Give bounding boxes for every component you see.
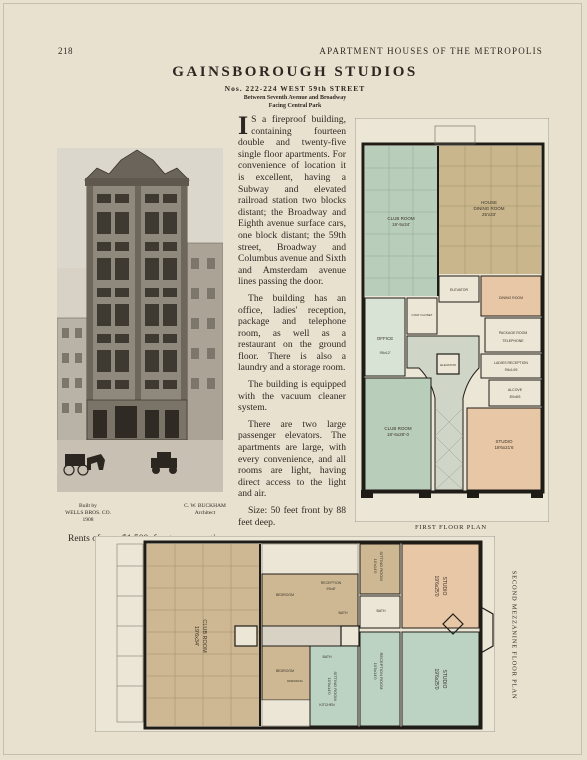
fp-club-room-top-dim: 19'-5x34' bbox=[392, 222, 410, 227]
mz-sitting-top-dim: 10'x14'0 bbox=[373, 559, 378, 574]
mz-studio-bottom: STUDIO bbox=[441, 670, 447, 689]
mezzanine-plan-caption-text: SECOND MEZZANINE FLOOR PLAN bbox=[510, 570, 518, 700]
fp-house-dining-dim: 25'x33' bbox=[482, 212, 496, 217]
mz-sitting-bottom: SITTING ROOM bbox=[333, 671, 338, 700]
mz-dressing: DRESSING bbox=[287, 679, 303, 683]
mz-sitting-bottom-dim: 10'0x14'0 bbox=[327, 678, 332, 696]
first-floor-plan-caption: FIRST FLOOR PLAN bbox=[415, 524, 487, 531]
mz-club-room-dim: 19'6x34' bbox=[193, 626, 199, 646]
mz-reception-top-dim: 9'6x8' bbox=[327, 587, 336, 591]
fp-alcove-dim: 8'0x8'6 bbox=[510, 395, 521, 399]
fp-house-dining: DINING ROOM bbox=[474, 206, 505, 211]
paragraph-5: Size: 50 feet front by 88 feet deep. bbox=[238, 505, 346, 528]
fp-alcove: ALCOVE bbox=[508, 388, 523, 392]
fp-ladies-reception: LADIES RECEPTION bbox=[494, 361, 528, 365]
location-line-1: Between Seventh Avenue and Broadway bbox=[243, 95, 347, 101]
architect-caption-line-1: C. W. BUCKHAM bbox=[184, 503, 226, 509]
builder-caption-line-1: Built by bbox=[79, 503, 97, 509]
fp-club-room-bottom-dim: 18'-6x28'-0 bbox=[387, 432, 409, 437]
fp-studio: STUDIO bbox=[495, 439, 513, 444]
builder-caption-line-2: WELLS BROS. CO. bbox=[65, 510, 111, 516]
running-head: APARTMENT HOUSES OF THE METROPOLIS bbox=[319, 46, 543, 56]
fp-telephone: TELEPHONE bbox=[502, 339, 524, 343]
mz-studio-top: STUDIO bbox=[441, 577, 447, 596]
page-border bbox=[3, 3, 582, 755]
builder-caption-line-3: 1908 bbox=[82, 517, 94, 523]
fp-elevator-mid: ELEVATOR bbox=[440, 363, 456, 367]
address-subtitle: Nos. 222-224 WEST 59th STREET bbox=[224, 84, 366, 93]
architect-caption-line-2: Architect bbox=[194, 510, 216, 516]
fp-ladies-dim: 9'6x14'6 bbox=[505, 368, 518, 372]
mz-bath-2: BATH bbox=[376, 609, 386, 613]
page-title: GAINSBOROUGH STUDIOS bbox=[172, 64, 418, 80]
fp-office: OFFICE bbox=[377, 336, 394, 341]
mezzanine-floor-plan: CLUB ROOM 19'6x34' SITTING ROOM 10'x14'0… bbox=[95, 536, 495, 732]
paragraph-3: The building is equipped with the vacuum… bbox=[238, 379, 346, 414]
location-line-2: Facing Central Park bbox=[268, 103, 322, 109]
mz-reception-room: RECEPTION ROOM bbox=[379, 653, 384, 690]
mz-studio-bottom-dim: 19'6x25'0 bbox=[433, 668, 439, 689]
fp-house: HOUSE bbox=[481, 200, 497, 205]
builder-caption: Built by WELLS BROS. CO. 1908 bbox=[58, 503, 118, 524]
mz-sitting-top: SITTING ROOM bbox=[379, 551, 384, 580]
fp-elevator-top: ELEVATOR bbox=[450, 288, 469, 292]
mz-bath-3: BATH bbox=[322, 655, 332, 659]
mz-reception-top: RECEPTION bbox=[321, 581, 342, 585]
mezzanine-plan-caption: SECOND MEZZANINE FLOOR PLAN bbox=[507, 560, 521, 710]
architect-caption: C. W. BUCKHAM Architect bbox=[170, 503, 240, 517]
mz-bedroom-bottom: BEDROOM bbox=[276, 669, 294, 673]
fp-studio-dim: 18'6x21'6 bbox=[495, 445, 514, 450]
drop-cap: I bbox=[238, 111, 249, 140]
mz-bath-1: BATH bbox=[338, 611, 348, 615]
mz-bedroom-top: BEDROOM bbox=[276, 593, 294, 597]
fp-club-room-top: CLUB ROOM bbox=[387, 216, 415, 221]
illustration-space bbox=[58, 115, 230, 513]
first-floor-plan: CLUB ROOM 19'-5x34' HOUSE DINING ROOM 25… bbox=[355, 118, 549, 522]
mz-studio-top-dim: 19'6x25'0 bbox=[433, 575, 439, 596]
building-illustration bbox=[57, 148, 223, 492]
page-number: 218 bbox=[58, 46, 73, 56]
mz-kitchen: KITCHEN bbox=[319, 703, 335, 707]
paragraph-1-text: S a fireproof building, containing fourt… bbox=[238, 114, 346, 288]
paragraph-2: The building has an office, ladies' rece… bbox=[238, 292, 346, 374]
fp-dining-room: DINING ROOM bbox=[499, 296, 523, 300]
fp-hall-dim: 9'6x12' bbox=[380, 351, 391, 355]
fp-club-room-bottom: CLUB ROOM bbox=[384, 426, 412, 431]
fp-coat-closet: COAT CLOSET bbox=[412, 313, 433, 317]
mz-reception-room-dim: 10'0x14'0 bbox=[373, 663, 378, 681]
mz-club-room: CLUB ROOM bbox=[201, 619, 207, 653]
paragraph-4: There are two large passenger elevators.… bbox=[238, 418, 346, 500]
fp-package-room: PACKAGE ROOM bbox=[499, 331, 528, 335]
